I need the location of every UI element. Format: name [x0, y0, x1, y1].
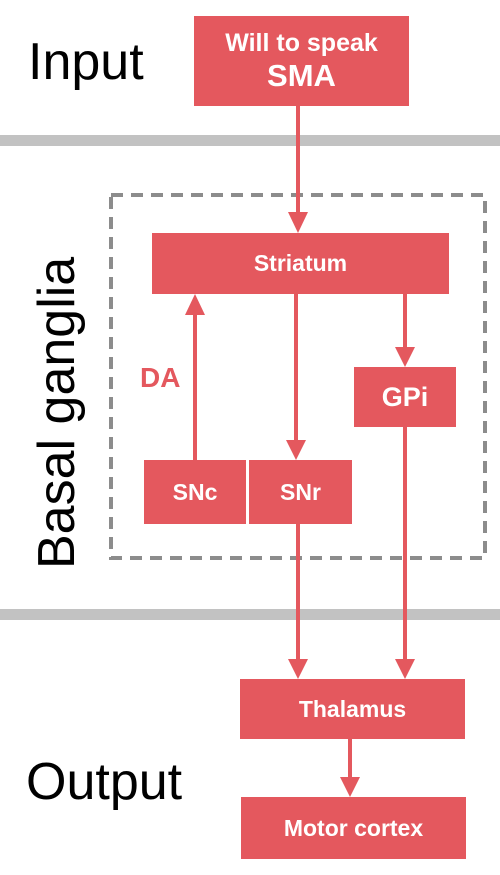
arrowhead-thalamus-motor: [340, 777, 360, 797]
edge-label-da: DA: [140, 362, 181, 393]
arrowhead-snc-striatum: [185, 294, 205, 315]
node-motor-cortex: Motor cortex: [241, 797, 466, 859]
arrowhead-striatum-gpi: [395, 347, 415, 367]
node-thalamus: Thalamus: [240, 679, 465, 739]
divider-top: [0, 135, 500, 146]
node-sma-line1: Will to speak: [225, 29, 378, 57]
node-snr: SNr: [249, 460, 352, 524]
arrowhead-striatum-snr: [286, 440, 306, 460]
arrowhead-gpi-thalamus: [395, 659, 415, 679]
node-gpi: GPi: [354, 367, 456, 427]
section-label-output: Output: [26, 753, 183, 811]
section-label-input: Input: [28, 33, 144, 91]
section-label-basal-ganglia: Basal ganglia: [28, 256, 86, 569]
arrowhead-sma-striatum: [288, 212, 308, 233]
arrowhead-snr-thalamus: [288, 659, 308, 679]
node-sma-line2: SMA: [267, 58, 336, 93]
node-sma: Will to speak SMA: [194, 16, 409, 106]
node-snc: SNc: [144, 460, 246, 524]
divider-bottom: [0, 609, 500, 620]
node-striatum: Striatum: [152, 233, 449, 294]
